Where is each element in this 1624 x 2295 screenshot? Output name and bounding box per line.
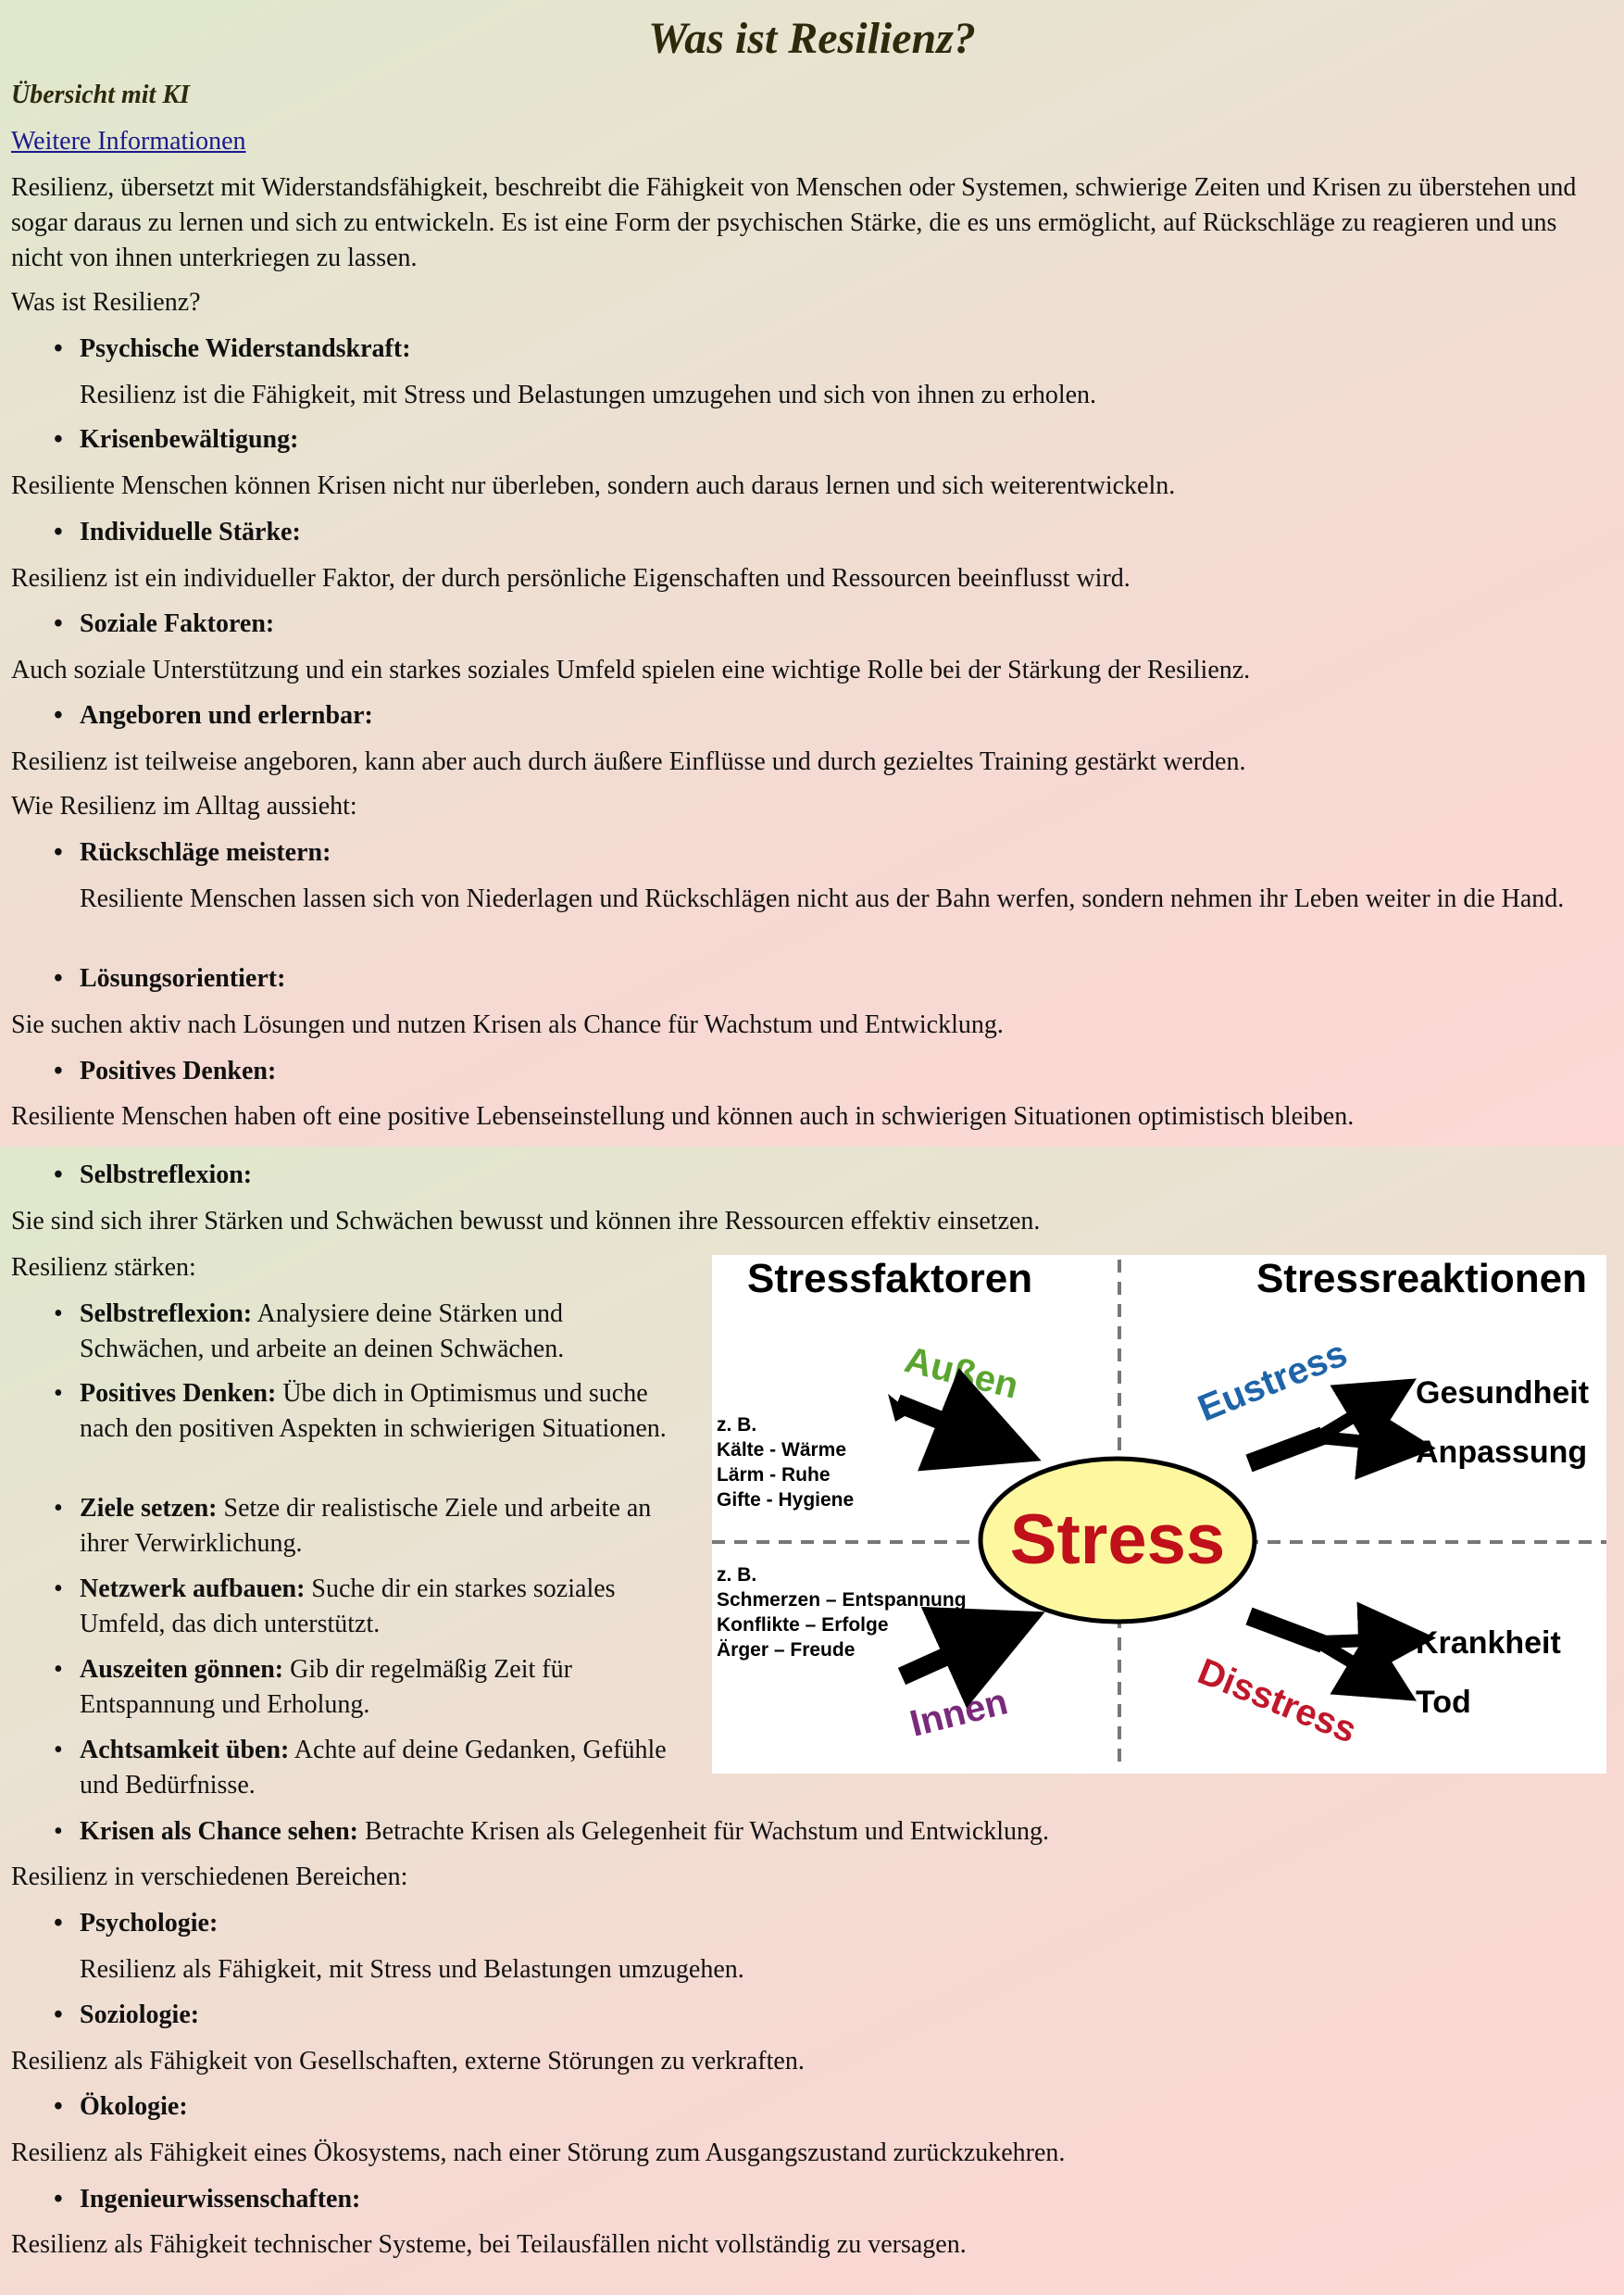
inner-example-line: Ärger – Freude	[717, 1639, 855, 1661]
list-item-label: Rückschläge meistern:	[54, 835, 331, 871]
list-item-text: Resilienz als Fähigkeit von Gesellschaft…	[11, 2047, 805, 2076]
list-item-label: Netzwerk aufbauen:	[80, 1574, 306, 1603]
section-heading: Was ist Resilienz?	[11, 288, 201, 317]
section-heading: Wie Resilienz im Alltag aussieht:	[11, 792, 357, 821]
disstress-outcome: Tod	[1416, 1685, 1471, 1720]
list-item-text: Auch soziale Unterstützung und ein stark…	[11, 656, 1251, 684]
arrow-eustress-icon	[1245, 1378, 1436, 1480]
outer-example-line: Kälte - Wärme	[717, 1439, 846, 1461]
list-item-text: Sie sind sich ihrer Stärken und Schwäche…	[11, 1207, 1041, 1235]
disstress-label: Disstress	[1193, 1651, 1362, 1751]
list-item-text: Gib dir regelmäßig Zeit für Entspannung …	[80, 1655, 572, 1719]
list-item-label: Positives Denken:	[80, 1379, 277, 1408]
right-title: Stressreaktionen	[1256, 1256, 1587, 1301]
eustress-label: Eustress	[1193, 1333, 1353, 1429]
list-item-text: Achte auf deine Gedanken, Gefühle und Be…	[80, 1736, 667, 1800]
list-item-label: Selbstreflexion:	[54, 1158, 252, 1193]
disstress-outcome: Krankheit	[1416, 1625, 1561, 1661]
list-item-text: Suche dir ein starkes soziales Umfeld, d…	[80, 1574, 616, 1638]
list-item-text: Resilienz ist ein individueller Faktor, …	[11, 564, 1131, 593]
list-item-label: Psychische Widerstandskraft:	[54, 332, 411, 367]
intro-paragraph: Resilienz, übersetzt mit Widerstandsfähi…	[11, 173, 1577, 272]
list-item: •Auszeiten gönnen: Gib dir regelmäßig Ze…	[54, 1655, 572, 1719]
list-item: •Achtsamkeit üben: Achte auf deine Gedan…	[54, 1736, 667, 1800]
list-item: •Positives Denken: Übe dich in Optimismu…	[54, 1379, 667, 1443]
list-item-text: Setze dir realistische Ziele und arbeite…	[80, 1494, 652, 1558]
subtitle: Übersicht mit KI	[11, 81, 190, 109]
list-item: •Netzwerk aufbauen: Suche dir ein starke…	[54, 1574, 616, 1638]
list-item-label: Ziele setzen:	[80, 1494, 218, 1523]
arrow-inner-icon	[897, 1606, 1045, 1709]
inner-label: Innen	[906, 1681, 1012, 1744]
list-item-label: Psychologie:	[54, 1906, 218, 1941]
list-item-label: Soziologie:	[54, 1998, 199, 2033]
inner-example-line: Schmerzen – Entspannung	[717, 1589, 967, 1611]
list-item-text: Resilienz als Fähigkeit eines Ökosystems…	[11, 2138, 1066, 2167]
list-item-text: Resiliente Menschen lassen sich von Nied…	[80, 884, 1565, 913]
list-item: •Ziele setzen: Setze dir realistische Zi…	[54, 1494, 652, 1558]
more-info-link[interactable]: Weitere Informationen	[11, 127, 246, 156]
section-heading: Resilienz stärken:	[11, 1253, 196, 1282]
list-item-label: Ökologie:	[54, 2089, 188, 2125]
list-item-label: Selbstreflexion:	[80, 1299, 253, 1328]
list-item: •Selbstreflexion: Analysiere deine Stärk…	[54, 1299, 565, 1363]
outer-example-line: Lärm - Ruhe	[717, 1464, 831, 1486]
list-item-text: Resiliente Menschen können Krisen nicht …	[11, 471, 1176, 500]
inner-example-label: z. B.	[717, 1564, 756, 1586]
list-item-label: Positives Denken:	[54, 1054, 276, 1089]
list-item-text: Resiliente Menschen haben oft eine posit…	[11, 1102, 1355, 1131]
stress-diagram: Stressfaktoren Stressreaktionen Außen In…	[712, 1255, 1606, 1774]
list-item-label: Soziale Faktoren:	[54, 607, 274, 642]
inner-example-line: Konflikte – Erfolge	[717, 1614, 889, 1636]
list-item-text: Analysiere deine Stärken und Schwächen, …	[80, 1299, 565, 1363]
list-item-label: Ingenieurwissenschaften:	[54, 2182, 360, 2217]
list-item-text: Übe dich in Optimismus und suche nach de…	[80, 1379, 667, 1443]
outer-label: Außen	[901, 1339, 1022, 1407]
list-item-text: Sie suchen aktiv nach Lösungen und nutze…	[11, 1010, 1004, 1039]
list-item-label: Lösungsorientiert:	[54, 961, 285, 997]
section-heading: Resilienz in verschiedenen Bereichen:	[11, 1862, 408, 1891]
stress-diagram-svg: Stressfaktoren Stressreaktionen Außen In…	[712, 1256, 1606, 1769]
list-item-text: Resilienz ist die Fähigkeit, mit Stress …	[80, 381, 1097, 409]
stress-ellipse	[978, 1456, 1257, 1624]
arrow-outer-icon	[888, 1368, 1042, 1472]
eustress-outcome: Gesundheit	[1416, 1375, 1589, 1411]
page-background-top	[0, 0, 1624, 1147]
list-item-text: Betrachte Krisen als Gelegenheit für Wac…	[358, 1817, 1050, 1846]
list-item: •Krisen als Chance sehen: Betrachte Kris…	[54, 1817, 1050, 1846]
list-item-text: Resilienz als Fähigkeit technischer Syst…	[11, 2230, 967, 2259]
list-item-label: Krisenbewältigung:	[54, 422, 299, 458]
list-item-label: Individuelle Stärke:	[54, 515, 301, 550]
left-title: Stressfaktoren	[747, 1256, 1032, 1301]
page-title: Was ist Resilienz?	[648, 14, 976, 63]
list-item-label: Achtsamkeit üben:	[80, 1736, 290, 1764]
list-item-label: Angeboren und erlernbar:	[54, 698, 373, 734]
list-item-label: Auszeiten gönnen:	[80, 1655, 284, 1684]
eustress-outcome: Anpassung	[1416, 1435, 1587, 1470]
list-item-label: Krisen als Chance sehen:	[80, 1817, 358, 1846]
arrow-disstress-icon	[1245, 1601, 1436, 1701]
outer-example-label: z. B.	[717, 1414, 756, 1436]
list-item-text: Resilienz ist teilweise angeboren, kann …	[11, 747, 1246, 776]
list-item-text: Resilienz als Fähigkeit, mit Stress und …	[80, 1955, 744, 1984]
outer-example-line: Gifte - Hygiene	[717, 1489, 854, 1511]
center-label: Stress	[1010, 1500, 1225, 1579]
